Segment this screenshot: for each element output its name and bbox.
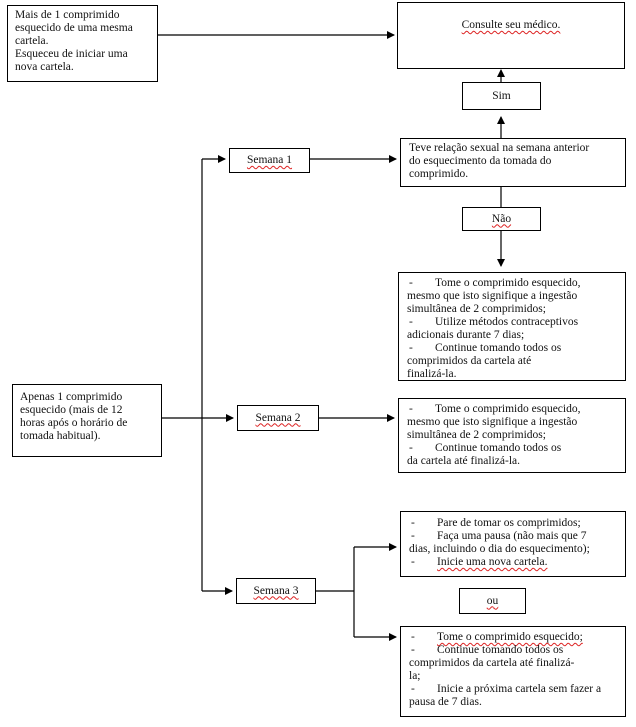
consult-text: Consulte seu médico. <box>461 19 561 31</box>
week2-action-item: - Tome o comprimido esquecido, <box>409 403 581 415</box>
week1-action-cont: adicionais durante 7 dias; <box>407 329 525 341</box>
week1-action-item: - Utilize métodos contraceptivos <box>409 316 579 328</box>
nao-label: Não <box>491 212 512 225</box>
nao-box: Não <box>462 207 541 231</box>
week2-action-cont: simultânea de 2 comprimidos; <box>407 429 546 441</box>
week3-a-item: - Pare de tomar os comprimidos; <box>411 517 581 529</box>
week3-b-cont: la; <box>409 670 421 682</box>
week3-label: Semana 3 <box>253 584 299 597</box>
week3-option-a-box: - Pare de tomar os comprimidos; - Faça u… <box>400 511 626 577</box>
week1-action-cont: finalizá-la. <box>407 368 457 380</box>
forgot-many-line: esquecido de uma mesma <box>15 22 133 34</box>
sim-box: Sim <box>462 82 541 110</box>
week1-box: Semana 1 <box>229 148 310 173</box>
week3-b-item: - Continue tomando todos os <box>411 644 564 656</box>
week2-action-cont: mesmo que isto signifique a ingestão <box>407 416 578 428</box>
week2-box: Semana 2 <box>237 405 319 431</box>
week3-b-cont: pausa de 7 dias. <box>409 696 482 708</box>
week1-action-item: - Tome o comprimido esquecido, <box>409 277 581 289</box>
week1-action-cont: mesmo que isto signifique a ingestão <box>407 290 578 302</box>
week1-action-item: - Continue tomando todos os <box>409 342 562 354</box>
question-box: Teve relação sexual na semana anterior d… <box>400 138 626 187</box>
week1-actions-box: - Tome o comprimido esquecido, mesmo que… <box>398 272 626 381</box>
week2-actions-box: - Tome o comprimido esquecido, mesmo que… <box>398 398 626 473</box>
week3-b-cont: comprimidos da cartela até finalizá- <box>409 657 575 669</box>
week1-label: Semana 1 <box>246 154 293 166</box>
forgot-many-line: Esqueceu de iniciar uma <box>15 48 128 60</box>
sim-label: Sim <box>492 89 511 102</box>
week1-action-cont: simultânea de 2 comprimidos; <box>407 303 546 315</box>
question-line: do esquecimento da tomada do <box>409 155 552 167</box>
forgot-one-line: horas após o horário de <box>20 417 128 429</box>
week3-b-item: - Tome o comprimido esquecido; <box>411 631 583 643</box>
forgot-many-line: nova cartela. <box>15 61 74 73</box>
week3-a-item: - Faça uma pausa (não mais que 7 <box>411 530 587 542</box>
week3-b-item: - Inicie a próxima cartela sem fazer a <box>411 683 602 695</box>
ou-box: ou <box>459 588 526 614</box>
forgot-one-line: tomada habitual). <box>20 430 101 442</box>
forgot-one-line: Apenas 1 comprimido <box>20 391 123 403</box>
week2-label: Semana 2 <box>255 411 301 424</box>
forgot-many-line: cartela. <box>15 35 49 47</box>
week2-action-cont: da cartela até finalizá-la. <box>407 455 521 467</box>
question-line: Teve relação sexual na semana anterior <box>409 142 590 154</box>
ou-label: ou <box>486 594 499 607</box>
consult-box: Consulte seu médico. <box>397 2 625 69</box>
week1-action-cont: comprimidos da cartela até <box>407 355 532 367</box>
forgot-one-line: esquecido (mais de 12 <box>20 404 123 416</box>
forgot-one-box: Apenas 1 comprimido esquecido (mais de 1… <box>12 384 162 457</box>
week3-option-b-box: - Tome o comprimido esquecido; - Continu… <box>400 626 626 717</box>
forgot-many-box: Mais de 1 comprimido esquecido de uma me… <box>7 5 158 82</box>
week3-a-item: - Inicie uma nova cartela. <box>411 556 548 568</box>
week2-action-item: - Continue tomando todos os <box>409 442 562 454</box>
week3-a-cont: dias, incluindo o dia do esquecimento); <box>409 543 590 555</box>
forgot-many-line: Mais de 1 comprimido <box>15 9 120 21</box>
week3-box: Semana 3 <box>236 578 316 604</box>
question-line: comprimido. <box>409 168 469 180</box>
